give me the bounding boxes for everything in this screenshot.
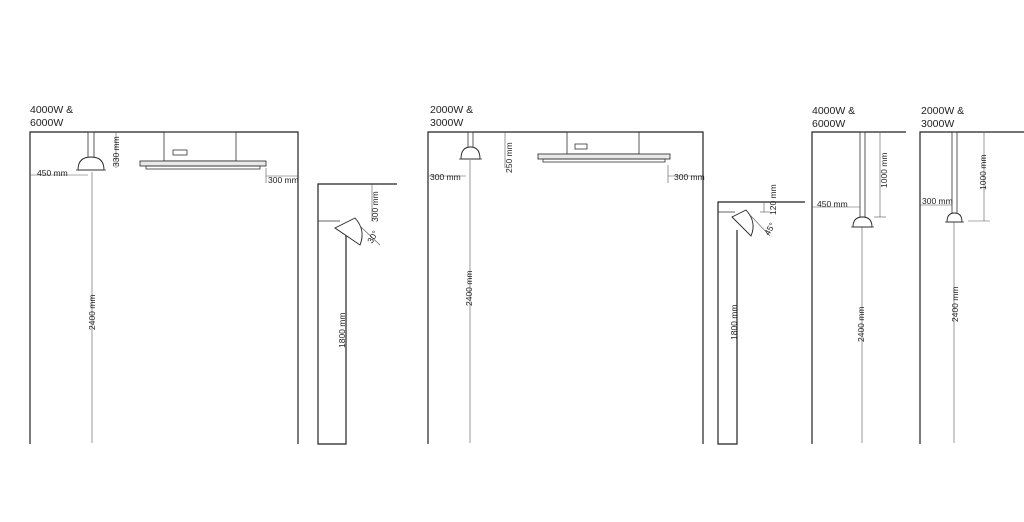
- group-title-line2: 6000W: [30, 117, 63, 129]
- suspension-pole: [859, 131, 866, 218]
- group-title-line1: 2000W &: [921, 105, 964, 117]
- suspension-pole: [951, 131, 958, 215]
- room-outline: [29, 131, 299, 444]
- pendant-heater: [76, 131, 106, 171]
- pendant-heater: [459, 131, 482, 160]
- dim-30deg: 30°: [365, 229, 380, 245]
- wall-heater: [731, 209, 754, 237]
- room-outline: [919, 131, 1024, 444]
- wall-outline: [317, 183, 397, 445]
- dim-250: 250 mm: [504, 142, 514, 173]
- dim-300-right: 300 mm: [674, 172, 705, 182]
- dim-300: 300 mm: [430, 172, 461, 182]
- dim-2400: 2400 mm: [950, 287, 960, 322]
- wall-outline: [717, 201, 805, 445]
- dim-330: 330 mm: [111, 136, 121, 167]
- diagram-wall-30deg: 300 mm 30° 1800 mm: [317, 183, 397, 445]
- group-title-line2: 6000W: [812, 118, 845, 130]
- group-title-line2: 3000W: [921, 118, 954, 130]
- room-outline: [427, 131, 704, 444]
- room-outline: [811, 131, 906, 444]
- diagram-wall-45deg: 120 mm 45° 1800 mm: [717, 184, 805, 445]
- diagram-suspended-4000-6000: 4000W & 6000W 1000 mm 450 mm 2400 mm: [811, 105, 906, 444]
- group-title-line1: 4000W &: [30, 104, 73, 116]
- dim-300: 300 mm: [268, 175, 299, 185]
- diagram-ceiling-2000-3000: 2000W & 3000W 300 mm 250 mm 2400 mm 300 …: [427, 104, 705, 444]
- dim-2400: 2400 mm: [87, 295, 97, 330]
- group-title-line2: 3000W: [430, 117, 463, 129]
- pendant-heater: [852, 216, 873, 228]
- dim-120: 120 mm: [768, 184, 778, 215]
- dim-1800: 1800 mm: [337, 313, 347, 348]
- dim-1800: 1800 mm: [729, 305, 739, 340]
- group-title-line1: 2000W &: [430, 104, 473, 116]
- dim-2400: 2400 mm: [464, 271, 474, 306]
- diagram-ceiling-4000-6000: 4000W & 6000W 450 mm 330 mm 2400 mm 300 …: [29, 104, 299, 444]
- wall-heater: [334, 217, 363, 246]
- dim-300: 300 mm: [922, 196, 953, 206]
- group-title-line1: 4000W &: [812, 105, 855, 117]
- dim-450: 450 mm: [37, 168, 68, 178]
- dim-450: 450 mm: [817, 199, 848, 209]
- dim-2400: 2400 mm: [856, 307, 866, 342]
- diagram-suspended-2000-3000: 2000W & 3000W 1000 mm 300 mm 2400 mm: [919, 105, 1024, 444]
- dim-1000: 1000 mm: [978, 155, 988, 190]
- dim-1000: 1000 mm: [879, 153, 889, 188]
- pendant-heater: [946, 212, 963, 223]
- ceiling-heater: [139, 131, 267, 170]
- ceiling-heater: [537, 131, 671, 163]
- dim-45deg: 45°: [762, 221, 777, 237]
- dim-300-wall: 300 mm: [370, 191, 380, 222]
